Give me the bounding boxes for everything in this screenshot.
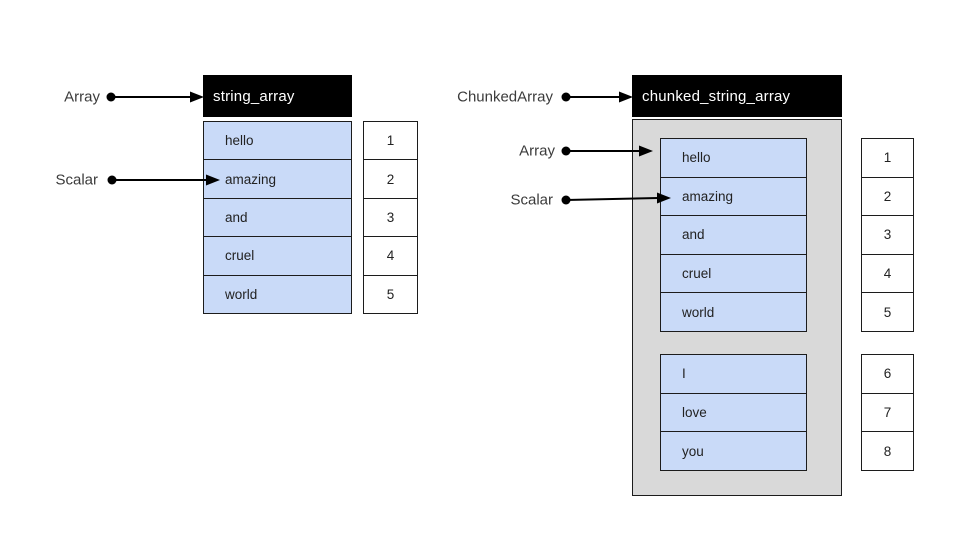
array-cell: and (661, 215, 806, 254)
right-chunkedarray-label: ChunkedArray (457, 88, 553, 106)
array-cell: you (661, 431, 806, 470)
chunk2-index-column: 6 7 8 (861, 354, 914, 471)
index-cell: 3 (862, 215, 913, 254)
array-cell: and (204, 197, 351, 236)
array-cell: world (204, 274, 351, 313)
right-scalar-label: Scalar (510, 191, 553, 209)
index-cell: 7 (862, 392, 913, 432)
right-array-label: Array (519, 142, 555, 160)
left-scalar-label: Scalar (55, 171, 98, 189)
array-cell: cruel (661, 253, 806, 293)
chunk2-table: I love you (660, 354, 807, 471)
left-array-label: Array (64, 88, 100, 106)
array-cell: love (661, 392, 806, 432)
array-cell: hello (682, 150, 711, 166)
index-cell: 5 (364, 274, 417, 313)
index-cell: 4 (364, 236, 417, 274)
string-array-index-column: 1 2 3 4 5 (363, 121, 418, 314)
array-cell: amazing (661, 176, 806, 216)
index-cell: 5 (862, 292, 913, 331)
array-cell: amazing (204, 159, 351, 197)
index-cell: 2 (364, 159, 417, 197)
index-cell: 2 (862, 176, 913, 216)
array-cell: cruel (204, 236, 351, 274)
index-cell: 3 (364, 197, 417, 236)
left-array-pointer-arrow (106, 91, 204, 103)
array-cell: world (661, 292, 806, 331)
index-cell: 1 (386, 133, 395, 149)
index-cell: 6 (883, 366, 892, 382)
string-array-table: hello amazing and cruel world (203, 121, 352, 314)
chunkedarray-pointer-arrow (561, 91, 633, 103)
chunk1-table: hello amazing and cruel world (660, 138, 807, 332)
index-cell: 4 (862, 253, 913, 293)
chunk1-index-column: 1 2 3 4 5 (861, 138, 914, 332)
array-cell: I (682, 366, 686, 382)
index-cell: 8 (862, 431, 913, 470)
string-array-header: string_array (203, 75, 352, 117)
chunked-string-array-header: chunked_string_array (632, 75, 842, 117)
array-cell: hello (225, 133, 254, 149)
index-cell: 1 (883, 150, 892, 166)
